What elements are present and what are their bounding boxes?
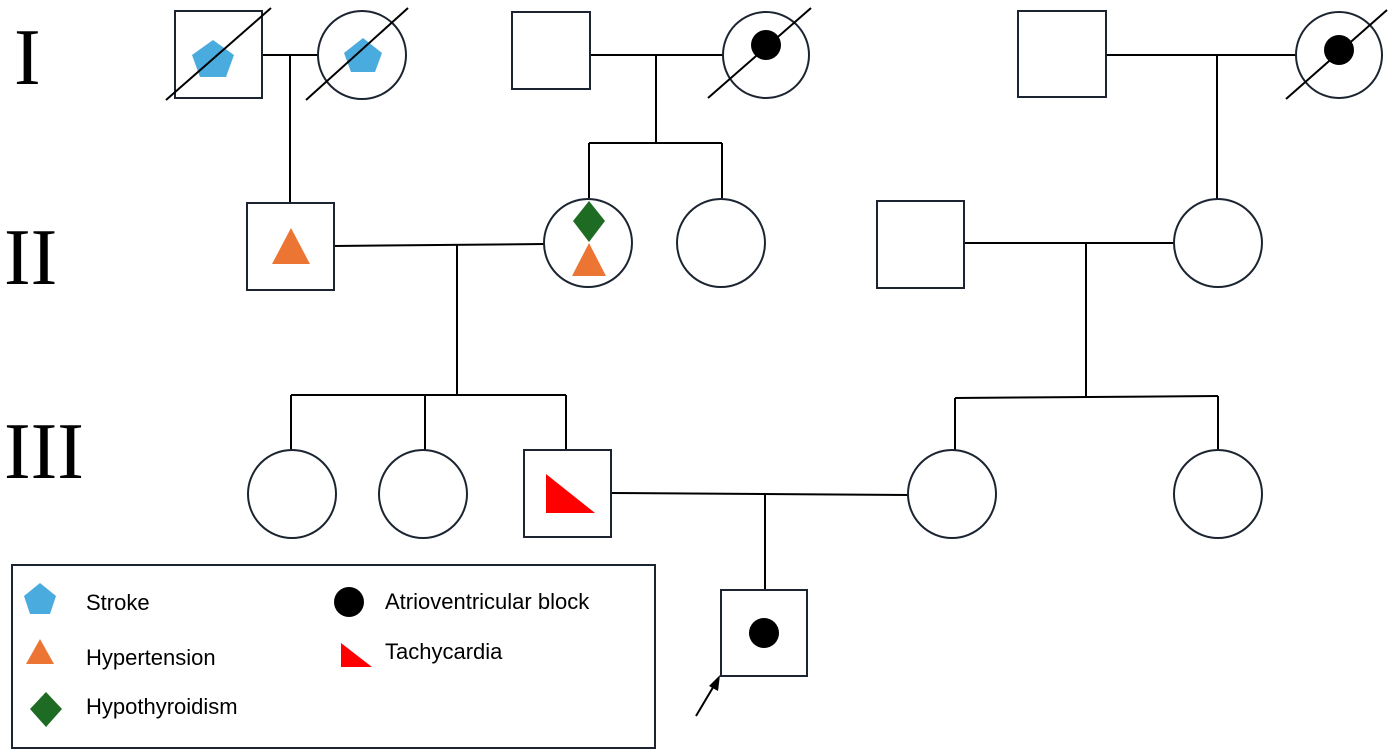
female-symbol (676, 198, 766, 288)
hypothyroidism-icon (573, 201, 605, 242)
relationship-lines (262, 54, 1296, 590)
tachycardia-icon (546, 474, 595, 513)
av-block-legend-icon (334, 587, 364, 617)
individual-III-3 (523, 449, 612, 538)
individual-II-5 (1173, 198, 1263, 288)
legend: Stroke Hypertension Hypothyroidism Atrio… (11, 564, 656, 749)
hypertension-legend-icon (26, 639, 54, 664)
individual-II-3 (676, 198, 766, 288)
tachycardia-legend-icon (341, 643, 372, 667)
female-symbol (378, 449, 468, 539)
deceased-slash (165, 7, 272, 101)
av-block-icon (1324, 35, 1354, 65)
individual-III-1 (247, 449, 337, 539)
deceased-slash (305, 7, 409, 101)
female-symbol (907, 449, 997, 539)
av-block-icon (751, 30, 781, 60)
stroke-icon (344, 38, 382, 72)
deceased-slash (707, 7, 812, 99)
female-symbol (543, 198, 633, 288)
generation-label-1: I (14, 14, 41, 102)
proband-arrowhead-icon (709, 675, 720, 691)
deceased-slash (1285, 9, 1388, 100)
male-symbol (511, 11, 591, 90)
legend-label-hypertension: Hypertension (86, 645, 216, 670)
sibship-line-III4-III5 (954, 395, 1219, 399)
individual-I-1 (165, 7, 272, 101)
male-symbol (523, 449, 612, 538)
mating-line-II1-II2 (333, 243, 546, 247)
individual-I-2 (305, 7, 409, 101)
individual-I-4 (707, 7, 812, 99)
male-symbol (876, 200, 965, 289)
generation-label-2: II (4, 214, 57, 302)
female-symbol (1173, 198, 1263, 288)
individual-III-2 (378, 449, 468, 539)
stroke-legend-icon (24, 583, 56, 614)
mating-line-III3-III4 (610, 492, 910, 496)
female-symbol (247, 449, 337, 539)
individual-II-4 (876, 200, 965, 289)
hypothyroidism-legend-icon (30, 692, 62, 727)
individual-III-5 (1173, 449, 1263, 539)
individual-I-3 (511, 11, 591, 90)
legend-label-stroke: Stroke (86, 590, 150, 615)
proband-arrow-shaft (695, 683, 716, 717)
female-symbol (1173, 449, 1263, 539)
individual-IV-1-proband (695, 589, 808, 717)
legend-label-tachycardia: Tachycardia (385, 639, 503, 664)
individual-II-1 (246, 202, 335, 291)
av-block-icon (749, 618, 779, 648)
hypertension-icon (272, 228, 310, 264)
individual-II-2 (543, 198, 633, 288)
legend-label-hypothyroidism: Hypothyroidism (86, 694, 238, 719)
individual-III-4 (907, 449, 997, 539)
male-symbol (1017, 10, 1107, 98)
hypertension-icon (572, 243, 606, 276)
individual-I-5 (1017, 10, 1107, 98)
legend-box (11, 564, 656, 749)
generation-label-3: III (4, 408, 84, 496)
individual-I-6 (1285, 9, 1388, 100)
legend-label-av-block: Atrioventricular block (385, 589, 590, 614)
